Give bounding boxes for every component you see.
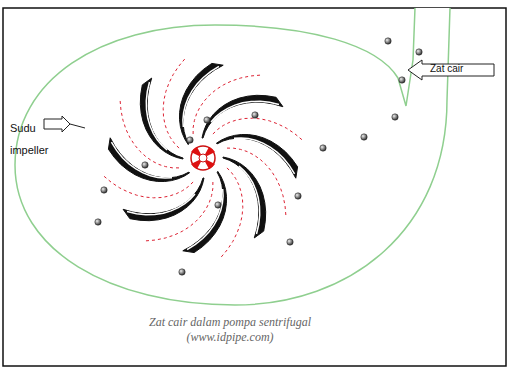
particle [179, 269, 185, 275]
blade-highlight [211, 101, 279, 122]
blade [108, 138, 189, 182]
callout-label: Zat cair [430, 63, 463, 74]
blade-highlight [239, 166, 260, 234]
frame [3, 8, 506, 366]
liquid-particles [95, 38, 422, 275]
part-label: Sudu impeller [10, 117, 50, 161]
particle [287, 239, 293, 245]
particle [252, 112, 258, 118]
flow-lines [104, 59, 303, 258]
particle [101, 187, 107, 193]
impeller-hub [191, 146, 215, 170]
particle [95, 219, 101, 225]
blade [140, 78, 183, 159]
particle [295, 193, 301, 199]
particle [320, 145, 326, 151]
blade [183, 171, 227, 252]
particle [204, 117, 210, 123]
callout-arrow [408, 60, 494, 80]
blade [216, 135, 297, 179]
particle [187, 137, 193, 143]
volute-casing [15, 8, 450, 305]
blade [180, 63, 224, 144]
particle [361, 134, 367, 140]
caption: Zat cair dalam pompa sentrifugal (www.id… [130, 315, 330, 345]
particle [215, 202, 221, 208]
blade-highlight [234, 138, 295, 174]
blade-highlight [146, 82, 167, 150]
blade [223, 157, 266, 238]
particle [142, 162, 148, 168]
particle [399, 77, 405, 83]
particle [385, 38, 391, 44]
leader-line [70, 124, 85, 128]
blade [123, 178, 204, 221]
blade-highlight [127, 194, 195, 215]
particle [416, 49, 422, 55]
blade [202, 95, 283, 138]
particle [392, 114, 398, 120]
impeller-blades [108, 63, 297, 252]
pointer-arrow [44, 116, 70, 132]
